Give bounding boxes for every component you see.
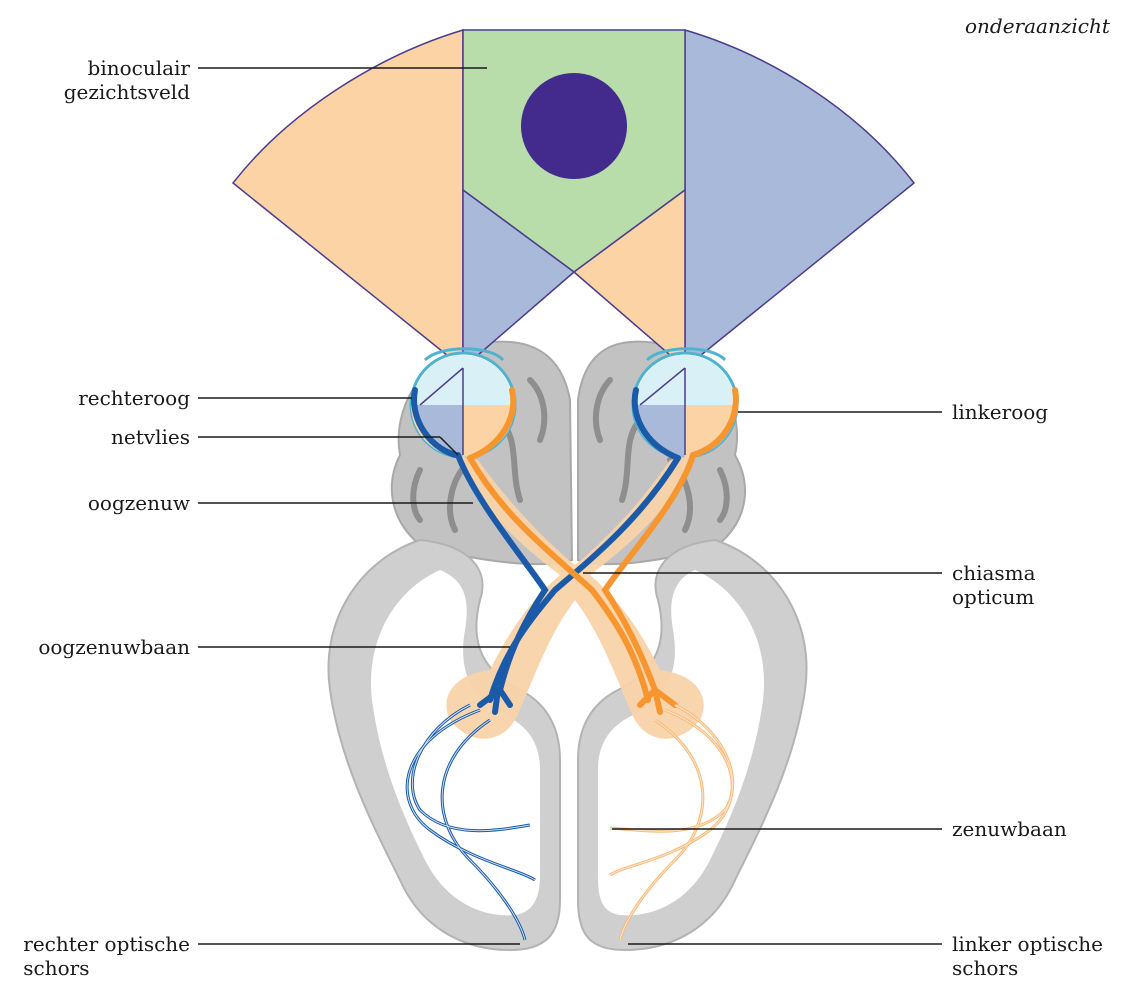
- brain-outline: [328, 342, 806, 950]
- label-radiation: zenuwbaan: [952, 817, 1067, 841]
- label-right-eye: rechteroog: [78, 386, 190, 410]
- label-binocular-field: binoculair gezichtsveld: [64, 56, 190, 104]
- left-field-blue: [685, 30, 914, 368]
- visual-field: [233, 30, 914, 368]
- label-chiasm: chiasma opticum: [952, 561, 1036, 609]
- fixation-point: [521, 73, 627, 179]
- label-left-eye: linkeroog: [952, 400, 1048, 424]
- label-binocular-line1: binoculair: [64, 56, 190, 80]
- label-optic-nerve: oogzenuw: [88, 491, 190, 515]
- label-optic-tract: oogzenuwbaan: [38, 635, 190, 659]
- label-retina: netvlies: [111, 425, 190, 449]
- label-chiasm-line1: chiasma: [952, 561, 1036, 585]
- label-left-cortex-line2: schors: [952, 956, 1103, 980]
- label-right-cortex-line2: schors: [23, 956, 190, 980]
- label-left-cortex-line1: linker optische: [952, 932, 1103, 956]
- label-left-cortex: linker optische schors: [952, 932, 1103, 980]
- view-caption: onderaanzicht: [965, 14, 1110, 38]
- right-field-orange: [233, 30, 463, 368]
- label-binocular-line2: gezichtsveld: [64, 80, 190, 104]
- label-right-cortex: rechter optische schors: [23, 932, 190, 980]
- label-chiasm-line2: opticum: [952, 585, 1036, 609]
- label-right-cortex-line1: rechter optische: [23, 932, 190, 956]
